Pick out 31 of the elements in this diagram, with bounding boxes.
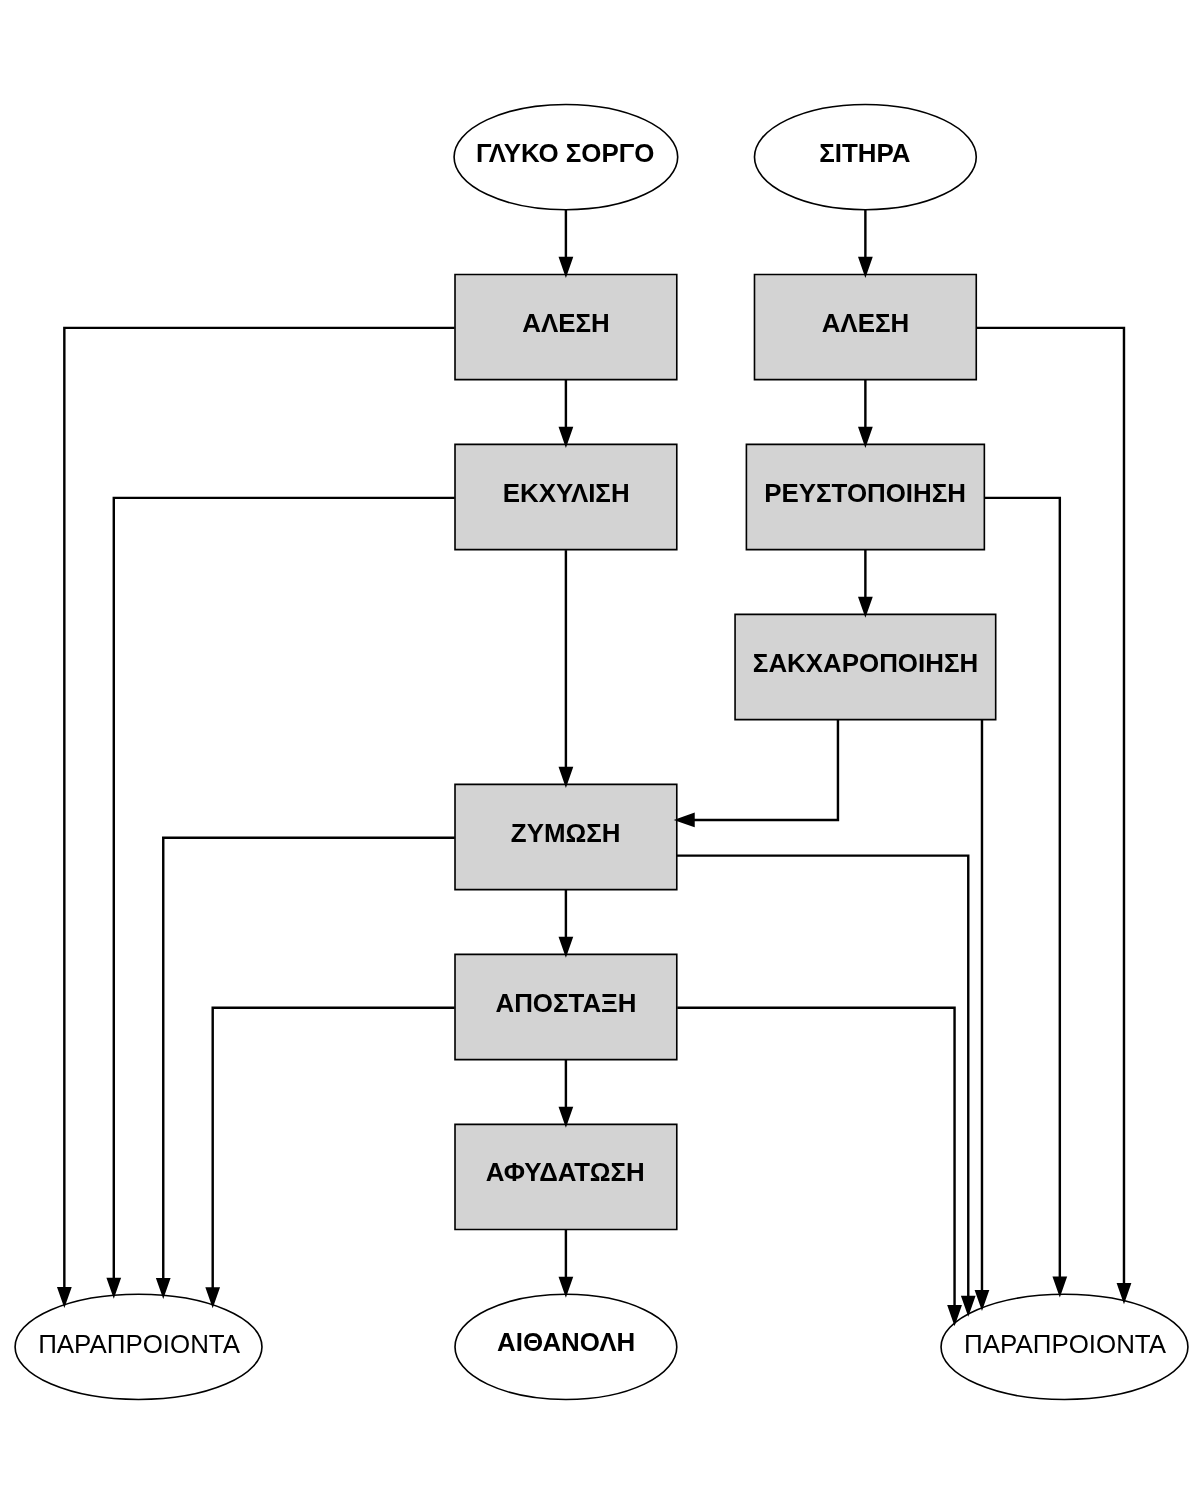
arrow <box>558 550 574 788</box>
node-box: ΑΠΟΣΤΑΞΗ <box>454 953 678 1061</box>
arrow <box>858 209 873 278</box>
arrow <box>558 379 574 448</box>
arrow <box>676 854 976 1317</box>
node-box: ΣΑΚΧΑΡΟΠΟΙΗΣΗ <box>734 613 997 721</box>
node-ellipse: ΠΑΡΑΠΡΟΙΟΝΤΑ <box>14 1293 263 1401</box>
arrow <box>558 1229 574 1298</box>
arrow <box>558 209 574 278</box>
arrow <box>974 719 990 1312</box>
arrow <box>558 1059 574 1128</box>
arrow <box>558 889 574 958</box>
node-box: ΖΥΜΩΣΗ <box>454 783 678 891</box>
arrow <box>976 326 1132 1305</box>
node-box: ΡΕΥΣΤΟΠΟΙΗΣΗ <box>745 443 986 551</box>
arrow <box>106 496 455 1299</box>
node-box: ΑΛΕΣΗ <box>753 273 978 381</box>
arrow <box>858 549 873 618</box>
node-ellipse: ΣΙΤΗΡΑ <box>753 103 978 211</box>
arrow <box>858 379 873 448</box>
node-box: ΑΛΕΣΗ <box>454 273 678 381</box>
node-ellipse: ΓΛΥΚΟ ΣΟΡΓΟ <box>453 103 679 211</box>
arrow <box>155 836 455 1299</box>
arrow <box>677 1006 962 1327</box>
node-box: ΑΦΥΔΑΤΩΣΗ <box>454 1123 678 1231</box>
arrow <box>673 719 840 828</box>
node-box: ΕΚΧΥΛΙΣΗ <box>454 443 678 551</box>
arrow <box>984 496 1068 1298</box>
arrow <box>205 1006 455 1309</box>
node-ellipse: ΑΙΘΑΝΟΛΗ <box>454 1293 678 1401</box>
arrow <box>56 326 455 1309</box>
